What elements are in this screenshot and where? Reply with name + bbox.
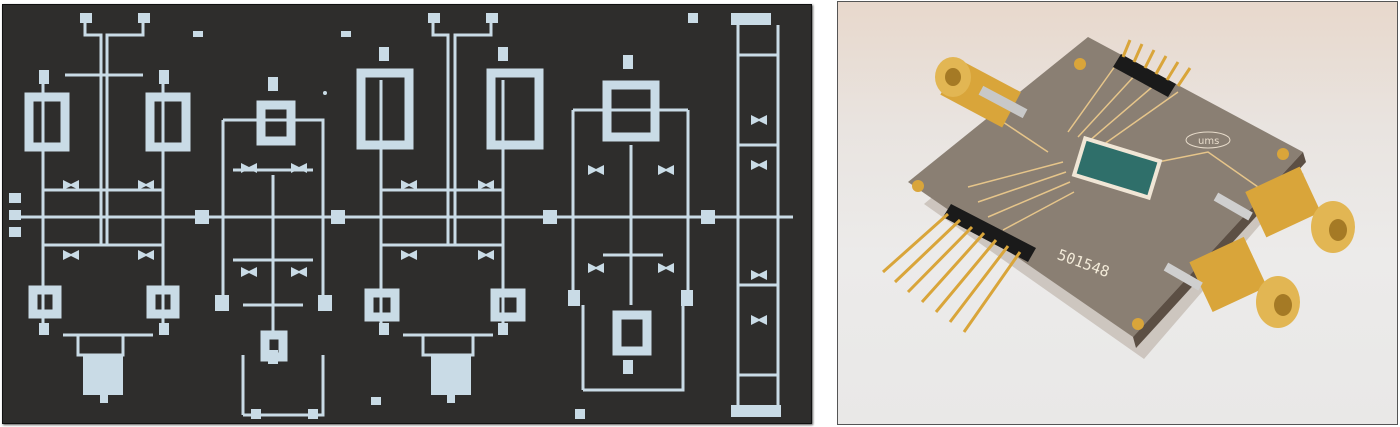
sma-connector-top (935, 57, 1028, 128)
sma-connector-right-2 (1163, 236, 1300, 328)
chip-micrograph-panel (2, 4, 812, 424)
bottom-pin-header (882, 204, 1036, 333)
test-fixture-drawing: ums 501548 (882, 37, 1355, 359)
sma-connector-right-1 (1213, 166, 1355, 253)
svg-text:ums: ums (1198, 136, 1219, 147)
chip-layout-drawing (9, 13, 793, 419)
top-pin-header (1113, 39, 1192, 97)
test-fixture-photo-panel: ums 501548 (837, 1, 1398, 425)
ums-logo: ums (1185, 131, 1231, 149)
